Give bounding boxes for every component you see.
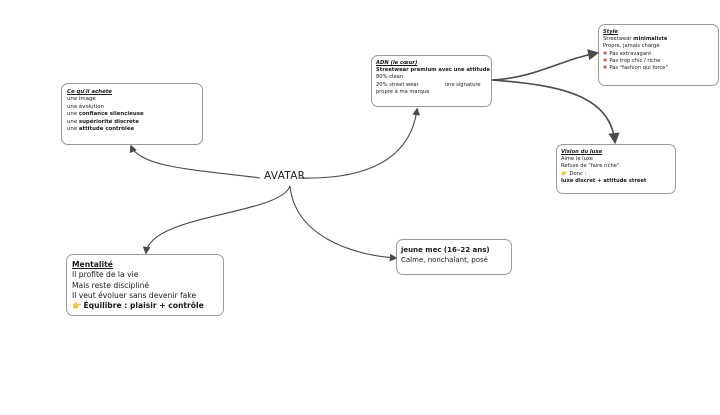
node-line: ✖Pas extravagant bbox=[603, 51, 714, 58]
node-mentalite[interactable]: Mentalité Il profite de la vie Mais rest… bbox=[66, 254, 224, 316]
title-text: jeune mec (16–22 ans) bbox=[401, 246, 490, 254]
node-line: Refuse de "faire riche" bbox=[561, 163, 620, 170]
node-line: une attitude contrôlée bbox=[67, 126, 197, 133]
center-node-avatar[interactable]: AVATAR bbox=[264, 170, 306, 182]
node-line: une confiance silencieuse bbox=[67, 111, 197, 118]
line-bold: minimaliste bbox=[633, 36, 668, 43]
node-style[interactable]: Style Streetwear minimaliste Propre, jam… bbox=[598, 24, 719, 86]
node-line: 👉Donc : bbox=[561, 171, 671, 178]
line-part-a: 20% street wear bbox=[376, 81, 419, 88]
node-adn[interactable]: ADN (le cœur) Streetwear premium avec un… bbox=[371, 55, 492, 107]
node-line: 👉Équilibre : plaisir + contrôle bbox=[72, 301, 218, 311]
node-title: Mentalité bbox=[72, 260, 113, 269]
edge-center-to-mentalite bbox=[142, 185, 291, 255]
node-line: Propre, jamais chargé bbox=[603, 43, 660, 50]
line-text: Donc : bbox=[569, 170, 587, 177]
node-line: luxe discret + attitude street bbox=[561, 178, 671, 185]
cross-mark-icon: ✖ bbox=[603, 57, 608, 64]
node-line: Il veut évoluer sans devenir fake bbox=[72, 290, 197, 300]
node-line: Mais reste discipliné bbox=[72, 280, 150, 290]
node-title: Style bbox=[603, 29, 618, 35]
node-jeune-mec[interactable]: jeune mec (16–22 ans) Calme, nonchalant,… bbox=[396, 239, 512, 275]
node-line: ✖Pas trop chic / riche bbox=[603, 58, 714, 65]
node-line: 80% clean bbox=[376, 74, 404, 81]
node-line: propre à ma marque bbox=[376, 88, 430, 95]
node-title: Vision du luxe bbox=[561, 149, 603, 155]
edge-center-to-achete bbox=[129, 144, 261, 179]
node-line: une image bbox=[67, 96, 96, 103]
node-subtitle: Streetwear premium avec une attitude bbox=[376, 67, 490, 74]
node-line: Calme, nonchalant, posé bbox=[401, 255, 488, 264]
line-bold: Équilibre : plaisir + contrôle bbox=[83, 301, 204, 311]
node-line: une supériorité discrète bbox=[67, 119, 197, 126]
node-vision-du-luxe[interactable]: Vision du luxe Aime le luxe Refuse de "f… bbox=[556, 144, 676, 194]
node-line: ✖Pas "fashion qui force" bbox=[603, 65, 714, 72]
edge-center-to-jeune bbox=[289, 185, 398, 262]
edge-center-to-adn bbox=[299, 107, 421, 179]
node-line: 20% street wear une signature bbox=[376, 82, 487, 89]
line-text: Pas extravagant bbox=[609, 50, 652, 57]
line-text: Pas "fashion qui force" bbox=[609, 64, 668, 71]
line-prefix: Streetwear bbox=[603, 36, 634, 43]
line-text: Pas trop chic / riche bbox=[609, 57, 661, 64]
edge-adn-to-vision bbox=[491, 79, 620, 145]
node-title: ADN (le cœur) bbox=[376, 60, 418, 66]
cross-mark-icon: ✖ bbox=[603, 64, 608, 71]
node-line: Streetwear minimaliste bbox=[603, 36, 714, 43]
line-bold: supériorité discrète bbox=[78, 118, 139, 125]
edge-adn-to-style bbox=[491, 49, 600, 81]
pointing-hand-icon: 👉 bbox=[561, 170, 568, 177]
line-bold: attitude contrôlée bbox=[78, 126, 135, 133]
node-ce-quil-achete[interactable]: Ce qu'il achète une image une évolution … bbox=[61, 83, 203, 145]
node-line: Aime le luxe bbox=[561, 156, 593, 163]
line-prefix: une bbox=[67, 126, 79, 133]
line-bold: luxe discret + attitude street bbox=[561, 177, 647, 184]
node-title: jeune mec (16–22 ans) bbox=[401, 246, 507, 256]
line-part-b: une signature bbox=[444, 81, 481, 88]
node-line: une évolution bbox=[67, 103, 104, 110]
subtitle-text: Streetwear premium avec une attitude bbox=[376, 67, 490, 74]
line-prefix: une bbox=[67, 111, 79, 118]
cross-mark-icon: ✖ bbox=[603, 50, 608, 57]
line-prefix: une bbox=[67, 118, 79, 125]
node-line: Il profite de la vie bbox=[72, 270, 139, 280]
pointing-hand-icon: 👉 bbox=[72, 301, 82, 311]
node-title: Ce qu'il achète bbox=[67, 89, 112, 95]
line-bold: confiance silencieuse bbox=[78, 111, 144, 118]
